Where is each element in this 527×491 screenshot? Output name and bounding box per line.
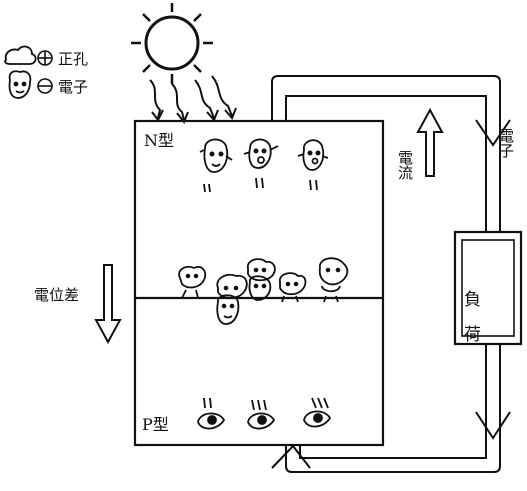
hole-label: 正孔 <box>58 50 88 68</box>
electron-icon <box>217 295 238 324</box>
junction-carriers <box>179 258 347 324</box>
p-type-label: P型 <box>142 415 169 434</box>
potential-difference-arrow <box>96 265 120 342</box>
electron-icon <box>200 139 232 192</box>
sun-icon <box>131 3 213 84</box>
hole-icon <box>198 398 224 429</box>
potential-difference-label: 電位差 <box>34 286 79 304</box>
hole-icon <box>217 275 247 298</box>
p-region-holes <box>198 398 330 429</box>
current-label: 電流 <box>396 150 414 181</box>
load-label: 負荷 <box>460 290 481 360</box>
electron-icon <box>9 71 30 98</box>
hole-symbol-icon <box>38 51 52 65</box>
n-region-electrons <box>200 139 328 192</box>
solar-cell-box <box>135 121 383 445</box>
n-type-label: N型 <box>144 131 174 150</box>
electron-label: 電子 <box>58 78 88 96</box>
hole-icon <box>5 47 36 64</box>
current-arrow <box>418 110 442 176</box>
hole-icon <box>304 398 330 427</box>
hole-icon <box>179 267 205 298</box>
legend: 正孔 電子 <box>5 47 88 98</box>
sunlight-rays <box>150 76 236 122</box>
electron-flow-label: 電子 <box>497 128 515 158</box>
hole-icon <box>320 258 348 302</box>
electron-symbol-icon <box>38 79 52 93</box>
electron-icon <box>244 139 278 188</box>
hole-icon <box>248 400 274 429</box>
electron-icon <box>298 140 328 190</box>
